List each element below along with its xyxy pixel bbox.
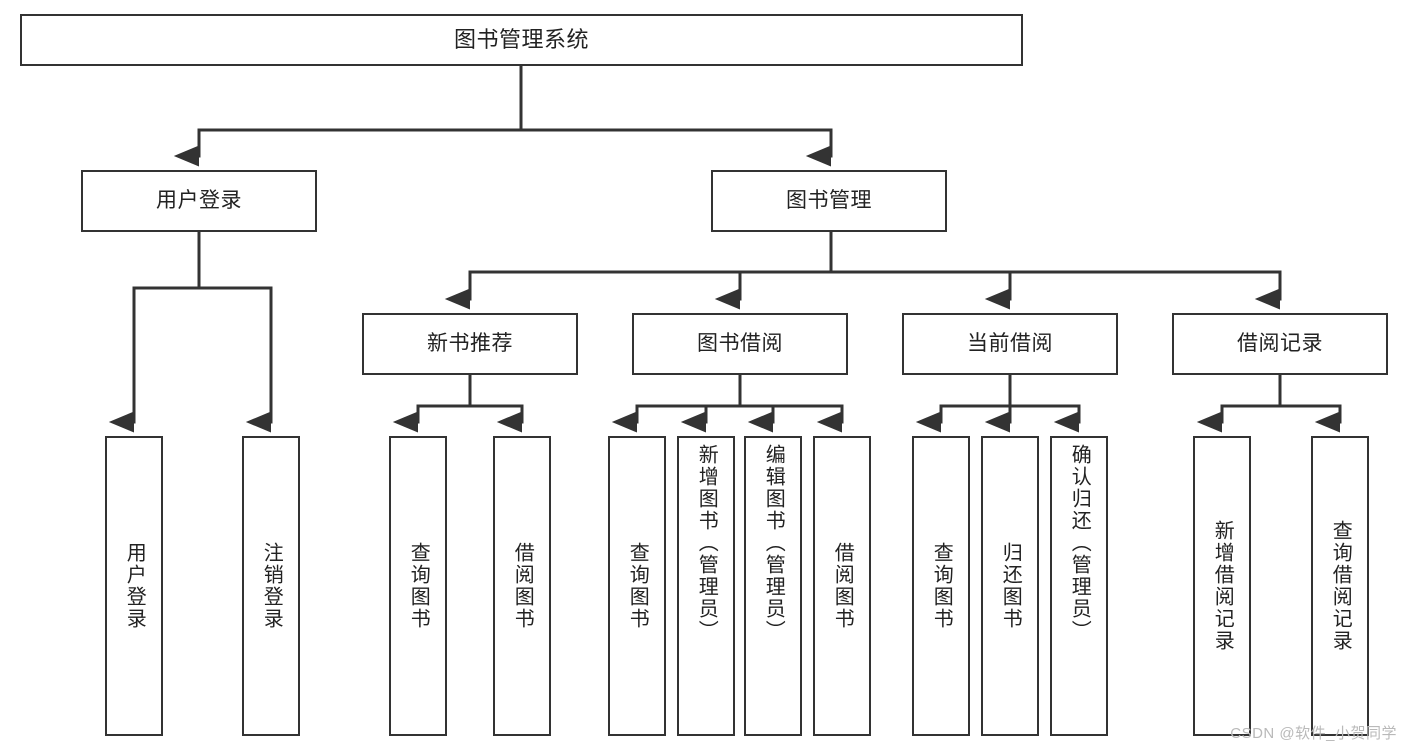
node-label: 查询借阅记录 — [1329, 520, 1352, 652]
node-label: 新增图书（管理员） — [695, 444, 718, 642]
leaf-add-borrow-record[interactable]: 新增借阅记录 — [1193, 436, 1251, 736]
node-root-book-management-system[interactable]: 图书管理系统 — [20, 14, 1023, 66]
leaf-confirm-return-admin[interactable]: 确认归还（管理员） — [1050, 436, 1108, 736]
node-label: 图书管理 — [786, 189, 872, 213]
node-label: 图书借阅 — [697, 332, 783, 356]
watermark: CSDN @软件_小贺同学 — [1230, 725, 1397, 742]
leaf-query-borrow-record[interactable]: 查询借阅记录 — [1311, 436, 1369, 736]
node-label: 新书推荐 — [427, 332, 513, 356]
leaf-borrow-book-recommend[interactable]: 借阅图书 — [493, 436, 551, 736]
node-label: 用户登录 — [156, 189, 242, 213]
leaf-logout[interactable]: 注销登录 — [242, 436, 300, 736]
node-borrow-record[interactable]: 借阅记录 — [1172, 313, 1388, 375]
node-label: 借阅记录 — [1237, 332, 1323, 356]
leaf-add-book-admin[interactable]: 新增图书（管理员） — [677, 436, 735, 736]
leaf-query-book-recommend[interactable]: 查询图书 — [389, 436, 447, 736]
node-label: 借阅图书 — [831, 542, 854, 630]
node-book-management[interactable]: 图书管理 — [711, 170, 947, 232]
node-user-login[interactable]: 用户登录 — [81, 170, 317, 232]
node-current-borrow[interactable]: 当前借阅 — [902, 313, 1118, 375]
leaf-query-book-borrow[interactable]: 查询图书 — [608, 436, 666, 736]
leaf-query-book-current[interactable]: 查询图书 — [912, 436, 970, 736]
leaf-user-login[interactable]: 用户登录 — [105, 436, 163, 736]
leaf-return-book[interactable]: 归还图书 — [981, 436, 1039, 736]
node-label: 查询图书 — [626, 542, 649, 630]
node-label: 图书管理系统 — [453, 26, 589, 52]
node-label: 注销登录 — [260, 542, 283, 630]
node-new-book-recommend[interactable]: 新书推荐 — [362, 313, 578, 375]
node-label: 查询图书 — [930, 542, 953, 630]
node-label: 确认归还（管理员） — [1068, 444, 1091, 642]
node-label: 用户登录 — [123, 542, 146, 630]
leaf-borrow-book[interactable]: 借阅图书 — [813, 436, 871, 736]
node-label: 查询图书 — [407, 542, 430, 630]
leaf-edit-book-admin[interactable]: 编辑图书（管理员） — [744, 436, 802, 736]
node-label: 借阅图书 — [511, 542, 534, 630]
node-book-borrow[interactable]: 图书借阅 — [632, 313, 848, 375]
node-label: 归还图书 — [999, 542, 1022, 630]
node-label: 编辑图书（管理员） — [762, 444, 785, 642]
node-label: 当前借阅 — [967, 332, 1053, 356]
node-label: 新增借阅记录 — [1211, 520, 1234, 652]
